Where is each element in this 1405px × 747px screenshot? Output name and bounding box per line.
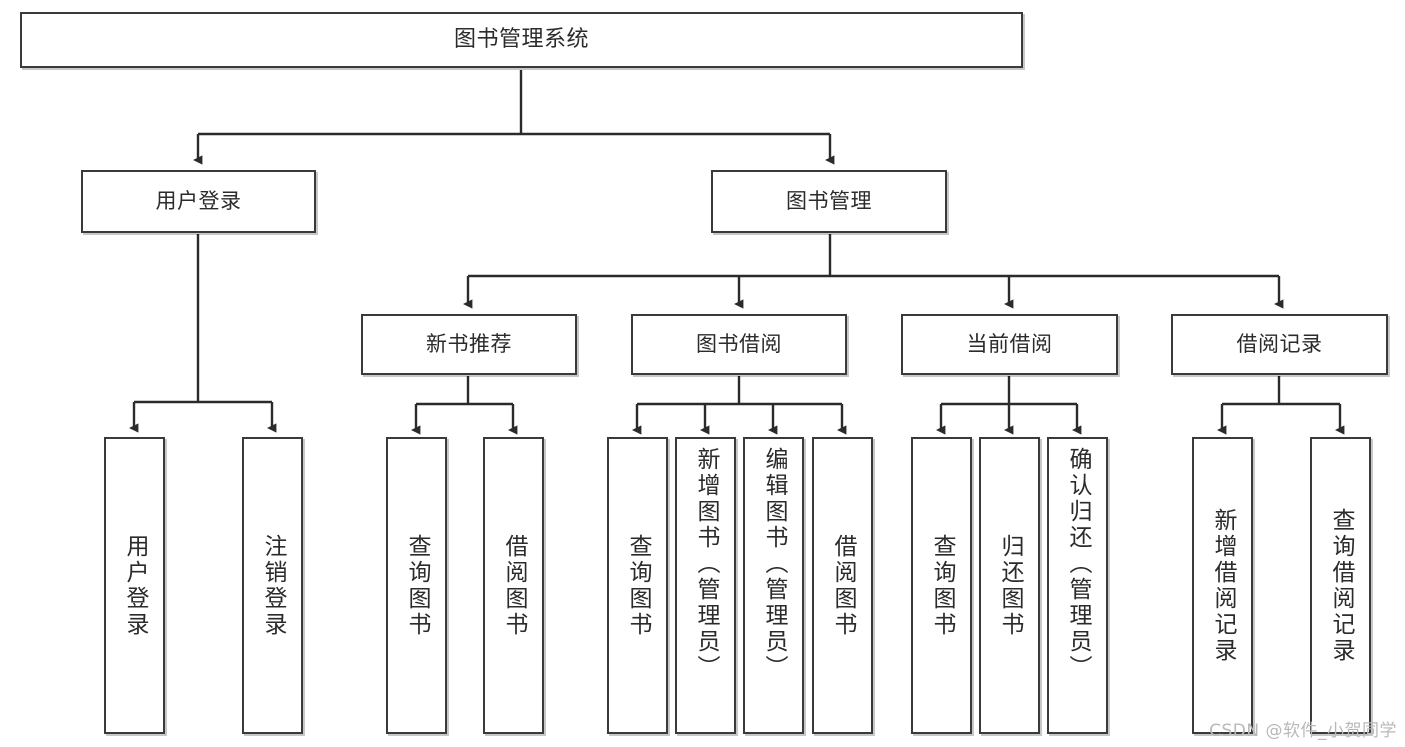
node-leaf-borrow-book-2-label: 借阅图书 [830,533,856,638]
node-leaf-query-book-2-label: 查询图书 [625,533,651,638]
node-root[interactable]: 图书管理系统 [20,12,1023,68]
node-leaf-user-login[interactable]: 用户登录 [104,437,165,734]
node-leaf-query-book-3[interactable]: 查询图书 [911,437,972,734]
node-new-book-rec[interactable]: 新书推荐 [361,314,577,375]
node-current-borrow-label: 当前借阅 [966,332,1053,357]
node-book-borrow[interactable]: 图书借阅 [631,314,847,375]
node-leaf-query-record-label: 查询借阅记录 [1328,507,1354,664]
node-leaf-query-book-3-label: 查询图书 [929,533,955,638]
node-book-manage[interactable]: 图书管理 [711,170,947,233]
node-leaf-logout[interactable]: 注销登录 [242,437,303,734]
node-leaf-query-record[interactable]: 查询借阅记录 [1310,437,1371,734]
node-leaf-borrow-book-1-label: 借阅图书 [501,533,527,638]
node-current-borrow[interactable]: 当前借阅 [901,314,1118,375]
node-leaf-query-book-2[interactable]: 查询图书 [607,437,668,734]
node-book-manage-label: 图书管理 [786,189,872,214]
node-leaf-add-book-label: 新增图书（管理员） [693,447,719,681]
node-borrow-record[interactable]: 借阅记录 [1171,314,1388,375]
node-leaf-user-login-label: 用户登录 [122,533,148,638]
node-leaf-borrow-book-2[interactable]: 借阅图书 [812,437,873,734]
node-leaf-logout-label: 注销登录 [260,533,286,638]
node-book-borrow-label: 图书借阅 [696,332,782,357]
node-leaf-edit-book[interactable]: 编辑图书（管理员） [743,437,804,734]
node-leaf-confirm-return[interactable]: 确认归还（管理员） [1047,437,1108,734]
node-leaf-return-book[interactable]: 归还图书 [979,437,1040,734]
node-leaf-query-book-1-label: 查询图书 [404,533,430,638]
node-user-login-label: 用户登录 [155,189,242,214]
node-leaf-borrow-book-1[interactable]: 借阅图书 [483,437,544,734]
node-leaf-return-book-label: 归还图书 [997,533,1023,638]
node-root-label: 图书管理系统 [453,27,589,53]
node-leaf-confirm-return-label: 确认归还（管理员） [1065,447,1091,681]
node-user-login[interactable]: 用户登录 [81,170,316,233]
node-borrow-record-label: 借阅记录 [1236,332,1323,357]
node-new-book-rec-label: 新书推荐 [426,332,512,357]
watermark: CSDN @软件_小贺同学 [1209,721,1397,741]
node-leaf-add-record[interactable]: 新增借阅记录 [1192,437,1253,734]
node-leaf-query-book-1[interactable]: 查询图书 [386,437,447,734]
node-leaf-edit-book-label: 编辑图书（管理员） [761,447,787,681]
node-leaf-add-record-label: 新增借阅记录 [1210,507,1236,664]
node-leaf-add-book[interactable]: 新增图书（管理员） [675,437,736,734]
